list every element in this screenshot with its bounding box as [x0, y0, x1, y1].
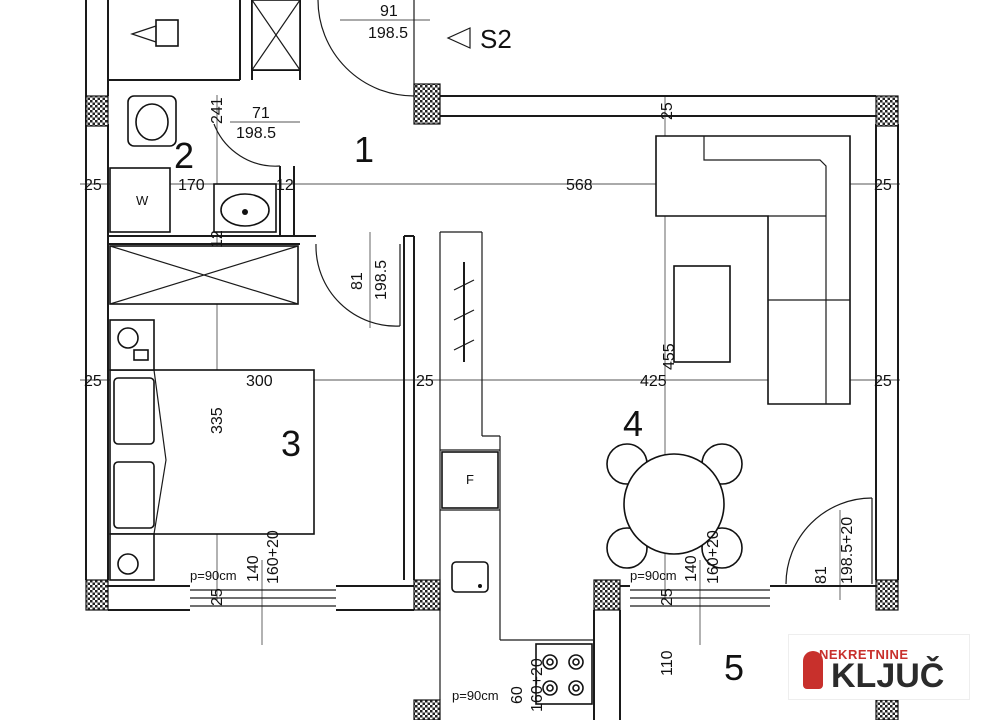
dim-win-bed-h: 160+20 — [265, 530, 282, 584]
washer — [109, 167, 171, 233]
dim-win-bed: p=90cm — [190, 568, 237, 583]
dim-right-a: 25 — [874, 177, 892, 194]
dim-win-kit: p=90cm — [452, 688, 499, 703]
dim-mid-wall: 25 — [416, 373, 434, 390]
dining-table — [606, 443, 743, 569]
dim-top-wall: 25 — [659, 102, 676, 120]
windows — [190, 589, 770, 607]
dim-win-kit-w: 60 — [509, 686, 526, 704]
dim-win-bed-w: 140 — [245, 555, 262, 582]
dim-win-kit-h: 160+20 — [529, 658, 546, 712]
dim-balcony: 110 — [659, 650, 676, 676]
dim-win-liv-wall: 25 — [659, 588, 676, 606]
dim-entry-door-h: 198.5+20 — [839, 517, 856, 584]
toilet — [127, 95, 177, 147]
dim-win-liv: p=90cm — [630, 568, 677, 583]
corner-sofa — [655, 135, 851, 405]
dim-bath-side: 241 — [209, 97, 226, 124]
dim-top-door-h: 198.5 — [368, 25, 408, 42]
doors — [213, 0, 873, 585]
section-marker-triangle — [446, 27, 471, 49]
shower-top — [251, 0, 301, 71]
dimension-labels: 91 198.5 71 198.5 241 25 170 12 568 25 1… — [84, 3, 892, 712]
boiler — [130, 19, 179, 47]
dim-bed-door-h: 198.5 — [373, 260, 390, 300]
key-icon — [803, 651, 823, 689]
dim-win-bed-wall: 25 — [209, 588, 226, 606]
nightstand-top — [109, 319, 155, 371]
dim-living-w: 568 — [566, 177, 593, 194]
room-number-4: 4 — [623, 403, 643, 444]
dim-bed-h: 335 — [209, 407, 226, 434]
logo-main-text: KLJUČ — [831, 657, 945, 695]
dim-bath-wall-v: 12 — [209, 230, 226, 248]
dim-left-b: 25 — [84, 373, 102, 390]
room-number-3: 3 — [281, 423, 301, 464]
dim-right-b: 25 — [874, 373, 892, 390]
stove — [535, 643, 593, 705]
dim-kitchen-w: 425 — [640, 373, 667, 390]
fridge — [441, 451, 499, 509]
dim-top-door: 91 — [380, 3, 398, 20]
dim-bath-wall: 12 — [276, 177, 294, 194]
dim-bath-door-h: 198.5 — [236, 125, 276, 142]
room-number-1: 1 — [354, 129, 374, 170]
dim-bed-w: 300 — [246, 373, 273, 390]
structural-columns — [85, 83, 899, 720]
bed — [109, 369, 315, 535]
kitchen-sink — [451, 561, 489, 593]
sink — [213, 183, 277, 233]
washer-label: W — [136, 193, 149, 208]
room-number-5: 5 — [724, 647, 744, 688]
dim-left-a: 25 — [84, 177, 102, 194]
nightstand-bottom — [109, 533, 155, 581]
logo-top-text: NEKRETNINE — [819, 647, 909, 662]
dim-living-h: 455 — [661, 343, 678, 370]
dim-win-liv-w: 140 — [683, 555, 700, 582]
room-number-2: 2 — [174, 135, 194, 176]
dim-bed-door: 81 — [349, 272, 366, 290]
dim-entry-door: 81 — [813, 566, 830, 584]
dim-win-liv-h: 160+20 — [705, 530, 722, 584]
agency-logo: NEKRETNINE KLJUČ — [788, 634, 970, 700]
fridge-label: F — [466, 472, 474, 487]
section-marker-label: S2 — [480, 24, 512, 54]
wardrobe — [109, 245, 299, 305]
coffee-table — [673, 265, 731, 363]
dim-bath-w: 170 — [178, 177, 205, 194]
kitchen-plant — [453, 262, 475, 362]
dim-bath-door: 71 — [252, 105, 270, 122]
